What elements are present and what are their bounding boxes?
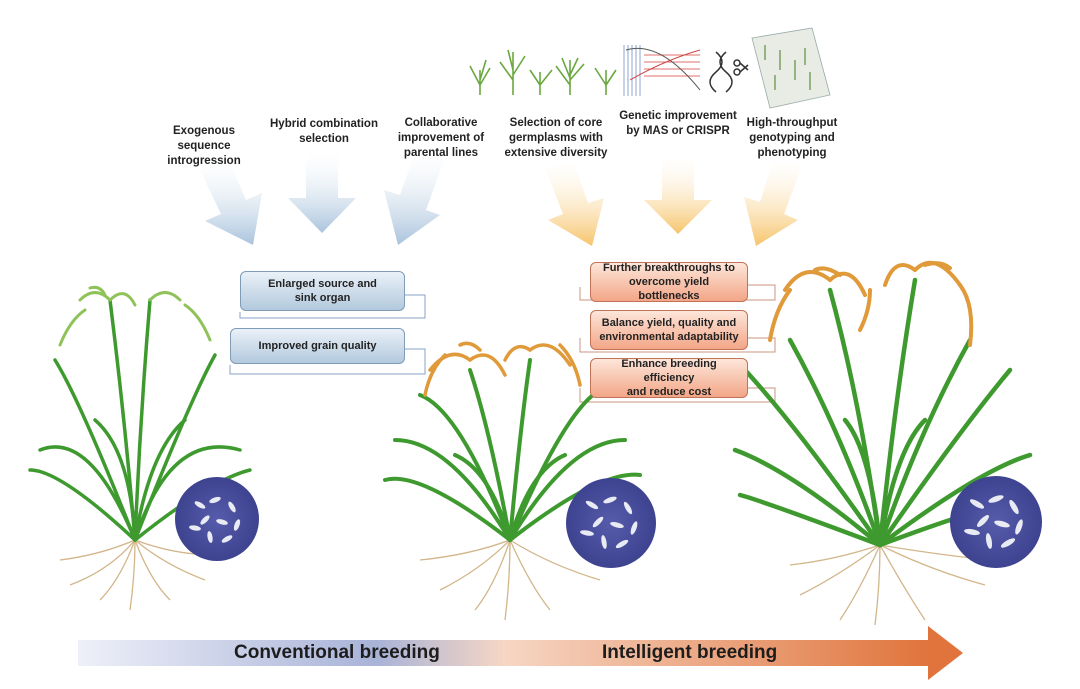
breeding-progress-arrow <box>78 626 963 680</box>
goal-box-yield-breakthrough: Further breakthroughs to overcome yield … <box>590 262 748 302</box>
rice-plant-mature <box>383 341 642 621</box>
method-label-mas-crispr: Genetic improvement by MAS or CRISPR <box>619 110 737 137</box>
arrow-down-icon <box>545 160 604 246</box>
arrow-down-icon <box>384 150 444 245</box>
dna-scissors-icon <box>709 51 749 93</box>
rice-plant-tall <box>732 260 1033 626</box>
arrow-down-icon <box>644 157 712 234</box>
grain-circle-3 <box>950 476 1042 568</box>
method-label-high-throughput: High-throughput genotyping and phenotypi… <box>746 117 838 159</box>
genotype-chart-icon <box>622 42 702 97</box>
intelligent-arrows <box>545 157 802 246</box>
conventional-arrows <box>200 150 444 245</box>
goal-box-grain-quality: Improved grain quality <box>230 328 405 364</box>
seedling-icons <box>469 49 617 95</box>
goal-box-breeding-efficiency: Enhance breeding efficiency and reduce c… <box>590 358 748 398</box>
goal-box-source-sink: Enlarged source and sink organ <box>240 271 405 311</box>
method-label-collaborative: Collaborative improvement of parental li… <box>397 117 485 159</box>
arrow-down-icon <box>288 152 356 233</box>
stage-label-conventional: Conventional breeding <box>234 642 440 663</box>
arrow-down-icon <box>200 158 262 245</box>
method-label-exogenous: Exogenous sequence introgression <box>167 125 241 167</box>
box-brackets <box>229 294 426 375</box>
method-label-hybrid: Hybrid combination selection <box>270 118 378 145</box>
grain-circle-1 <box>175 477 259 561</box>
goal-box-balance-yield: Balance yield, quality and environmental… <box>590 310 748 350</box>
phenotyping-field-icon <box>751 27 831 109</box>
stage-label-intelligent: Intelligent breeding <box>602 642 778 663</box>
grain-circle-2 <box>566 478 656 568</box>
method-label-core-germplasm: Selection of core germplasms with extens… <box>504 117 608 159</box>
arrow-down-icon <box>744 158 802 246</box>
rice-plant-young <box>28 285 252 611</box>
